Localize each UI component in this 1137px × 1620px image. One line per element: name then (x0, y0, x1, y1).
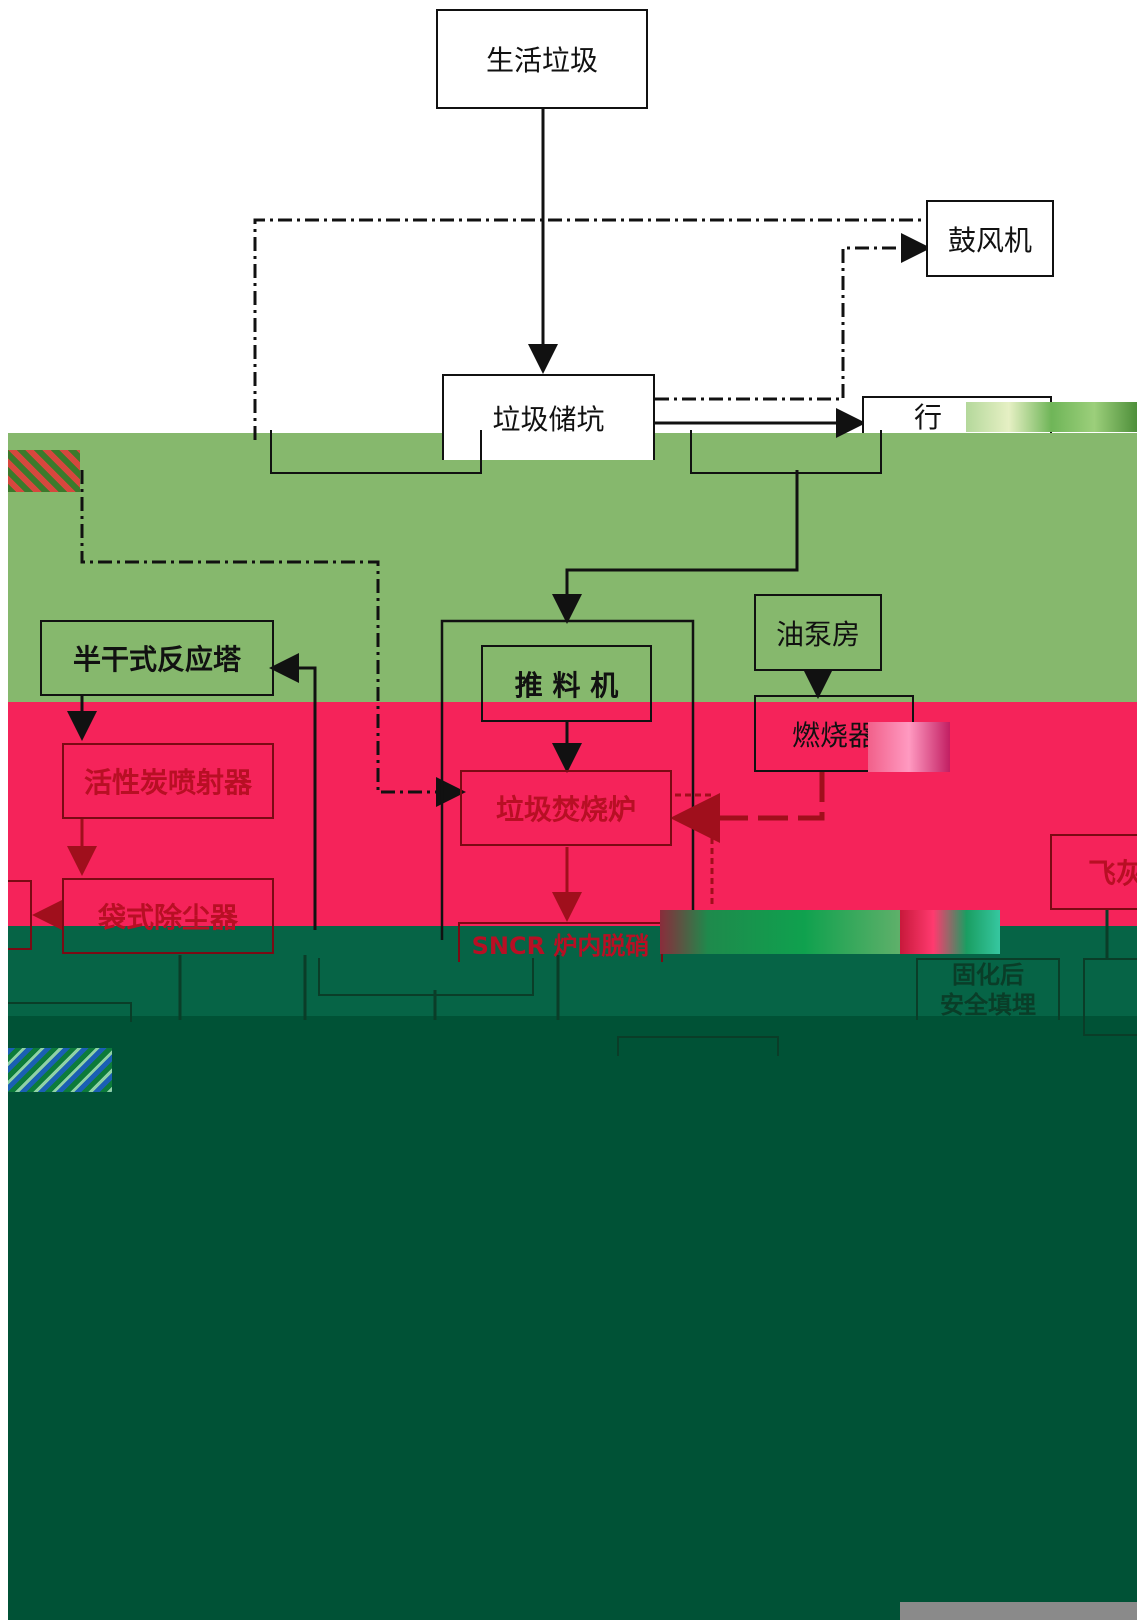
darkest-green-band (8, 1016, 1137, 1620)
oil-pump-room-box: 油泵房 (754, 594, 882, 671)
fly-ash-label: 飞灰 (1088, 857, 1137, 890)
oil-pump-room-label: 油泵房 (775, 617, 860, 651)
bag-filter-box: 袋式除尘器 (62, 878, 274, 954)
right-partial-box (690, 430, 882, 474)
activated-carbon-injector-box: 活性炭喷射器 (62, 743, 274, 819)
crane-label: 行 (914, 400, 943, 434)
glitch-mid (660, 910, 900, 954)
lower-center-box (617, 1036, 779, 1056)
blower-label: 鼓风机 (947, 223, 1032, 257)
incinerator-box: 垃圾焚烧炉 (460, 770, 672, 846)
waste-pit-box: 垃圾储坑 (442, 374, 655, 460)
activated-carbon-injector-label: 活性炭喷射器 (83, 766, 252, 799)
glitch-lower-left (8, 1048, 112, 1092)
lower-left-box (8, 1002, 132, 1022)
fly-ash-box: 飞灰 (1050, 834, 1137, 910)
blower-box: 鼓风机 (926, 200, 1054, 277)
safe-landfill-label: 安全填埋 (940, 991, 1036, 1019)
glitch-burner (868, 722, 950, 772)
pusher-label: 推 料 机 (514, 668, 619, 702)
domestic-waste-label: 生活垃圾 (485, 44, 598, 77)
sncr-box: SNCR 炉内脱硝 (458, 922, 663, 962)
white-strip (0, 258, 8, 433)
domestic-waste-box: 生活垃圾 (436, 9, 648, 109)
burner-label: 燃烧器 (791, 718, 876, 752)
lower-right-box (1083, 958, 1137, 1036)
sncr-label: SNCR 炉内脱硝 (471, 931, 650, 960)
bag-filter-label: 袋式除尘器 (97, 901, 238, 934)
glitch-top-right (966, 402, 1137, 432)
semi-dry-tower-box: 半干式反应塔 (40, 620, 274, 696)
waste-pit-label: 垃圾储坑 (492, 403, 605, 436)
lower-mid-box (318, 958, 534, 996)
left-partial-box (270, 430, 482, 474)
semi-dry-tower-label: 半干式反应塔 (72, 643, 241, 676)
solidified-label: 固化后 (952, 961, 1024, 989)
glitch-left-top (8, 450, 80, 492)
glitch-mid-right (900, 910, 1000, 954)
solidified-box: 固化后 安全填埋 (916, 958, 1060, 1020)
corner-bar (900, 1602, 1137, 1620)
pusher-box: 推 料 机 (481, 645, 652, 722)
incinerator-label: 垃圾焚烧炉 (495, 793, 636, 826)
left-edge-box (8, 880, 32, 950)
